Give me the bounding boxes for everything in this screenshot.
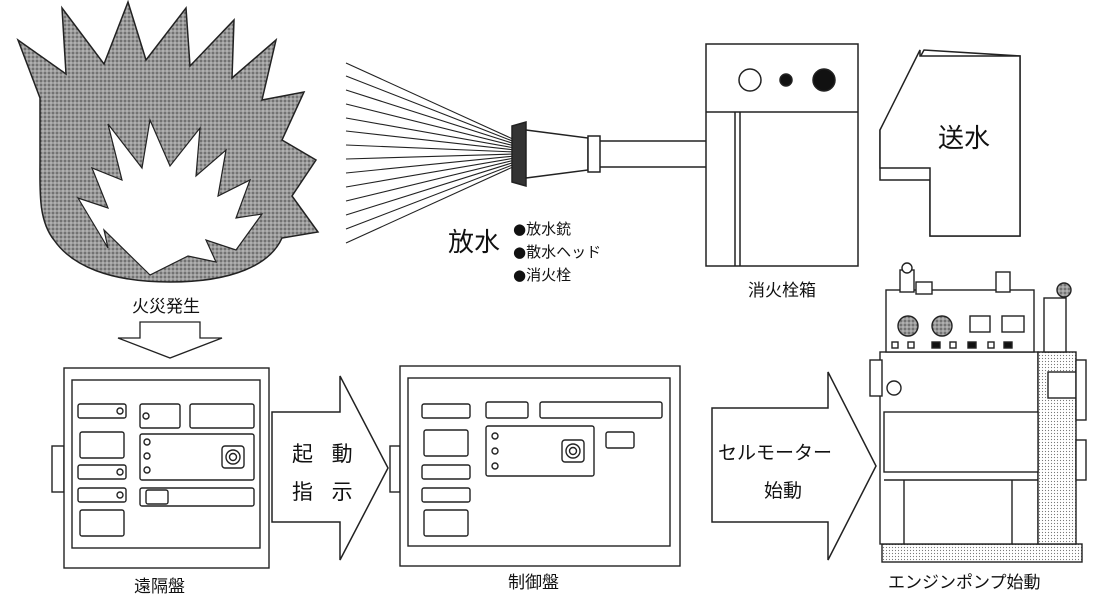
- water-supply-label: 送水: [938, 124, 991, 154]
- hydrant-box-label: 消火栓箱: [748, 281, 816, 301]
- discharge-item-list: ●放水銃 ●散水ヘッド ●消火栓: [513, 218, 601, 287]
- control-panel-label: 制御盤: [508, 573, 559, 593]
- discharge-item: ●放水銃: [513, 220, 572, 238]
- fire-down-arrow: [117, 321, 223, 359]
- discharge-item: ●消火栓: [513, 266, 572, 284]
- engine-pump-machine: [869, 262, 1087, 563]
- starter-motor-line1: セルモーター: [718, 442, 833, 464]
- start-command-arrow: [271, 375, 389, 561]
- discharge-item: ●散水ヘッド: [513, 243, 602, 261]
- flame-inner: [76, 117, 264, 276]
- engine-pump-label: エンジンポンプ始動: [888, 573, 1041, 593]
- nozzle-and-hose: [511, 121, 706, 187]
- hydrant-box: [705, 43, 859, 267]
- fire-illustration: [16, 0, 320, 283]
- control-panel-box: [389, 365, 681, 567]
- starter-motor-arrow: [711, 371, 877, 561]
- remote-panel-label: 遠隔盤: [134, 577, 185, 597]
- starter-motor-line2: 始動: [764, 480, 803, 502]
- remote-panel-box: [51, 367, 270, 569]
- fire-label: 火災発生: [132, 297, 200, 317]
- start-command-line1: 起 動: [292, 442, 359, 466]
- water-spray: [345, 62, 516, 244]
- start-command-line2: 指 示: [292, 480, 359, 504]
- discharge-label: 放水: [448, 228, 501, 258]
